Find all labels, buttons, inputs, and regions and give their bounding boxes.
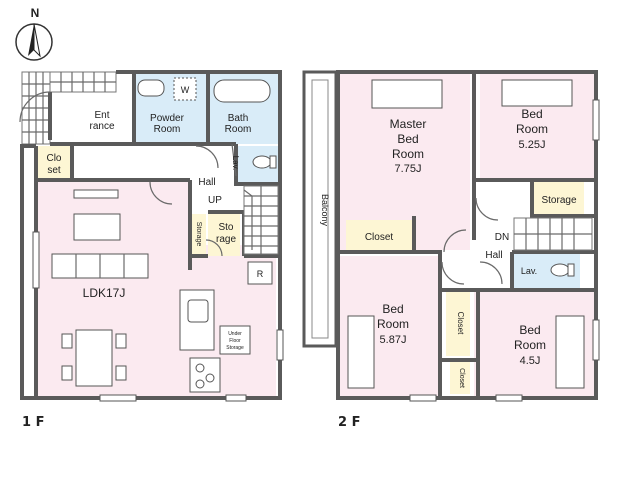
- entrance-label-2: rance: [89, 121, 114, 132]
- closet-b1-label: Closet: [456, 312, 465, 335]
- master-bed-icon: [371, 79, 443, 109]
- compass: N: [15, 6, 53, 61]
- bath-room-label-1: Bath: [228, 113, 249, 124]
- master-label-size: 7.75J: [395, 163, 422, 175]
- bed-a-label-size: 5.25J: [519, 139, 546, 151]
- wet-area-wall: [134, 72, 278, 186]
- underfloor-storage-hatch: [219, 325, 251, 355]
- underfloor-label-1: Under: [228, 331, 242, 337]
- storage-1f-label-2: rage: [216, 234, 236, 245]
- porch-tiles: [21, 71, 117, 145]
- underfloor-label-2: Floor: [229, 338, 241, 344]
- compass-north-label: N: [31, 6, 40, 20]
- stairs-up-label: UP: [208, 195, 222, 206]
- bed-b-label-1: Bed: [382, 302, 403, 316]
- floor1-plan: Ent rance Powder Room W Bath Room Clo se…: [19, 70, 284, 402]
- storage-2f-area: [534, 180, 584, 218]
- floor2-plan: Balcony Master Bed Room 7.75J Bed Room 5…: [302, 70, 600, 402]
- bed-c-door: [479, 261, 503, 285]
- lav-2f-label: Lav.: [521, 266, 537, 276]
- closet-1f-label-1: Clo: [46, 153, 61, 164]
- bed-b-door: [441, 261, 465, 285]
- lav-1f-label: Lav.: [231, 156, 240, 171]
- hall-1f-label: Hall: [198, 177, 215, 188]
- bed-c-label-1: Bed: [519, 323, 540, 337]
- balcony-label: Balcony: [320, 194, 330, 227]
- closet-master-area: [346, 220, 412, 252]
- closet-b1-area: [446, 290, 470, 356]
- toilet-1f-icon: [252, 155, 272, 169]
- storage-door: [205, 239, 223, 257]
- washer-label: W: [181, 85, 190, 95]
- window-1f-left: [32, 231, 40, 289]
- floor2-outer-wall: [336, 70, 598, 400]
- floor1-title: 1 F: [22, 415, 44, 430]
- floor1-outer-wall: [20, 70, 282, 400]
- storage-1f-label-1: Sto: [218, 222, 233, 233]
- stairs-1f: [243, 185, 279, 255]
- storage-2f-label: Storage: [541, 195, 576, 206]
- low-table-icon: [73, 213, 121, 241]
- closet-b2-label: Closet: [458, 368, 465, 388]
- hall-2f-label: Hall: [485, 250, 502, 261]
- bath-room-label-2: Room: [225, 124, 252, 135]
- bathtub-icon: [213, 79, 271, 103]
- storage-1f-area: [208, 212, 240, 256]
- ldk-label: LDK17J: [83, 286, 126, 300]
- entrance-door: [19, 91, 51, 123]
- bed-a-label-2: Room: [516, 122, 548, 136]
- window-2f-bottom-1: [409, 394, 437, 402]
- master-door: [443, 229, 467, 253]
- storage-small-1f-area: [188, 214, 206, 254]
- compass-needle-light: [33, 23, 41, 58]
- storage-small-label: Storage: [195, 222, 202, 247]
- bed-a-door: [475, 197, 499, 221]
- master-label-1: Master: [390, 117, 427, 131]
- kitchen-sink-icon: [187, 299, 209, 323]
- toilet-2f-icon: [550, 263, 570, 277]
- refrigerator-label: R: [257, 269, 264, 279]
- bed-b-label-size: 5.87J: [380, 334, 407, 346]
- bed-a-label-1: Bed: [521, 107, 542, 121]
- stove-icon: [189, 357, 221, 393]
- powder-room-label-1: Powder: [150, 113, 185, 124]
- underfloor-label-3: Storage: [226, 345, 244, 351]
- floor2-interior-wall-a: [472, 72, 594, 218]
- closet-1f-area: [36, 146, 72, 180]
- stairs-2f: [513, 217, 593, 251]
- bed-b-icon: [347, 315, 375, 389]
- washer-space-icon: [173, 77, 197, 101]
- ldk-door: [149, 181, 173, 205]
- closet-b2-area: [450, 362, 470, 394]
- entrance-label-1: Ent: [94, 110, 109, 121]
- bed-c-label-size: 4.5J: [520, 355, 541, 367]
- bed-c-icon: [555, 315, 585, 389]
- floor2-title: 2 F: [338, 415, 360, 430]
- closet-master-label: Closet: [365, 232, 394, 243]
- lav-1f-door: [231, 143, 237, 177]
- bed-c-label-2: Room: [514, 338, 546, 352]
- powder-door: [195, 145, 219, 169]
- closet-1f-label-2: set: [47, 165, 61, 176]
- master-label-3: Room: [392, 147, 424, 161]
- compass-needle-dark: [28, 24, 34, 56]
- bed-a-icon: [501, 79, 573, 107]
- window-1f-bottom: [99, 394, 137, 402]
- tv-board-icon: [73, 189, 119, 199]
- bed-b-label-2: Room: [377, 317, 409, 331]
- floor2-interior-wall-b: [438, 288, 480, 398]
- powder-room-label-2: Room: [154, 124, 181, 135]
- master-label-2: Bed: [397, 132, 418, 146]
- powder-sink-icon: [137, 79, 165, 97]
- dining-table-icon: [75, 329, 113, 387]
- stairs-down-label: DN: [495, 232, 509, 243]
- refrigerator-icon: [247, 261, 273, 285]
